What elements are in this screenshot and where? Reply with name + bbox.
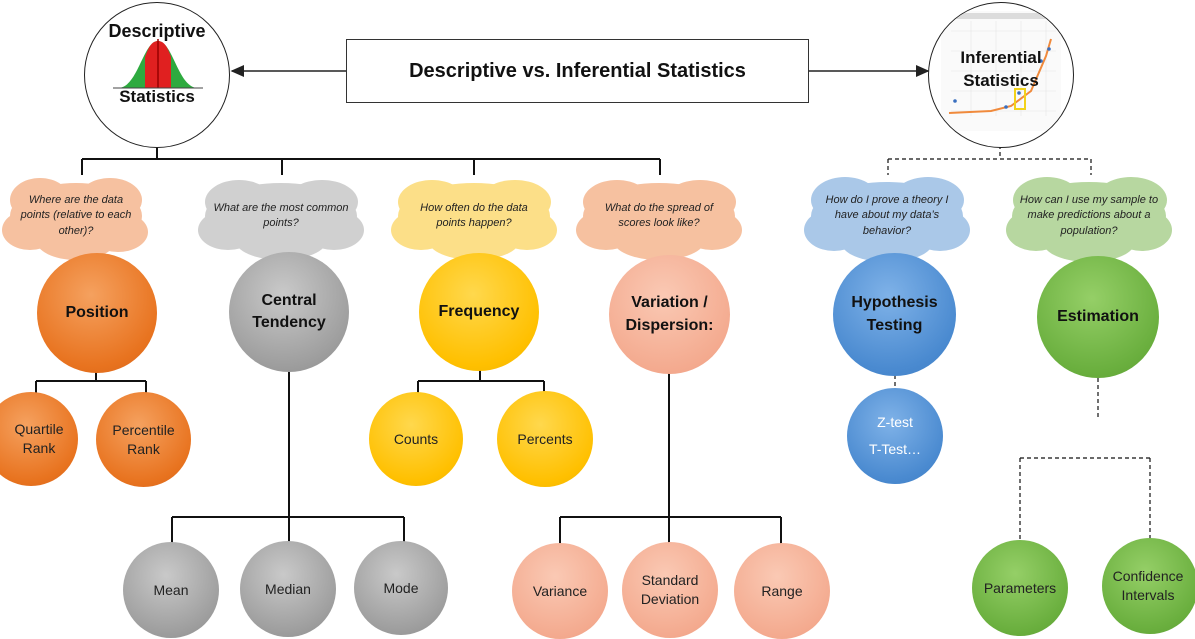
leaf-median: Median <box>240 541 336 637</box>
descriptive-label-top: Descriptive <box>108 21 206 41</box>
stddev-line1: Standard <box>641 572 699 589</box>
question-cloud-position: Where are the data points (relative to e… <box>0 172 152 260</box>
inferential-label-line2: Statistics <box>963 70 1039 90</box>
bell-curve-icon <box>113 39 203 89</box>
category-estimation: Estimation <box>1037 256 1159 378</box>
question-estimation: How can I use my sample to make predicti… <box>1019 193 1159 237</box>
leaf-counts: Counts <box>369 392 463 486</box>
leaf-percentile-rank: Percentile Rank <box>96 392 191 487</box>
variation-line2: Dispersion: <box>625 316 714 334</box>
category-estimation-label: Estimation <box>1057 307 1139 325</box>
leaf-mean: Mean <box>123 542 219 638</box>
variation-line1: Variation / <box>631 294 708 312</box>
percentile-line2: Rank <box>127 440 160 457</box>
leaf-percents-label: Percents <box>517 430 573 447</box>
stddev-line2: Deviation <box>640 591 700 607</box>
leaf-parameters: Parameters <box>972 540 1068 636</box>
leaf-tests-label: Z-test T-Test… <box>869 409 921 462</box>
descriptive-statistics-node: Descriptive Statistics <box>84 2 230 148</box>
scatter-plot-icon <box>941 11 1061 131</box>
question-cloud-variation: What do the spread of scores look like? <box>572 172 746 260</box>
leaf-standard-deviation: Standard Deviation <box>622 542 718 638</box>
category-hypothesis-testing: Hypothesis Testing <box>833 253 956 376</box>
question-hypothesis: How do I prove a theory I have about my … <box>825 193 949 237</box>
leaf-mode: Mode <box>354 541 448 635</box>
descriptive-tree-lines <box>35 145 782 545</box>
leaf-confidence-label: Confidence Intervals <box>1113 567 1188 605</box>
leaf-confidence-intervals: Confidence Intervals <box>1102 538 1195 634</box>
inferential-statistics-node: Inferential Statistics <box>928 2 1074 148</box>
category-variation-label: Variation / Dispersion: <box>625 292 713 337</box>
question-position: Where are the data points (relative to e… <box>20 193 132 237</box>
confidence-line2: Intervals <box>1121 587 1175 603</box>
question-central: What are the most common points? <box>213 201 349 229</box>
category-position-label: Position <box>65 303 129 321</box>
category-frequency-label: Frequency <box>438 302 520 320</box>
central-line2: Tendency <box>252 314 326 331</box>
leaf-mean-label: Mean <box>153 581 189 598</box>
title-box: Descriptive vs. Inferential Statistics <box>346 39 809 103</box>
category-central-tendency-label: Central Tendency <box>252 290 326 335</box>
quartile-line2: Rank <box>22 440 56 456</box>
connector-lines <box>35 65 1151 545</box>
ttest-label: T-Test… <box>868 441 922 457</box>
descriptive-label-bottom: Statistics <box>119 87 195 106</box>
question-variation: What do the spread of scores look like? <box>604 201 714 229</box>
question-cloud-estimation: How can I use my sample to make predicti… <box>1001 170 1177 262</box>
percentile-line1: Percentile <box>112 421 175 438</box>
inferential-label: Inferential Statistics <box>929 47 1073 93</box>
leaf-mode-label: Mode <box>383 579 419 596</box>
leaf-percents: Percents <box>497 391 593 487</box>
category-variation: Variation / Dispersion: <box>609 255 730 374</box>
question-cloud-frequency: How often do the data points happen? <box>387 172 561 260</box>
central-line1: Central <box>261 291 317 309</box>
category-central-tendency: Central Tendency <box>229 252 349 372</box>
leaf-tests: Z-test T-Test… <box>847 388 943 484</box>
ztest-label: Z-test <box>877 414 913 431</box>
category-hypothesis-label: Hypothesis Testing <box>851 292 937 337</box>
inferential-label-line1: Inferential <box>960 48 1042 67</box>
hypothesis-line1: Hypothesis <box>851 294 938 312</box>
question-cloud-central: What are the most common points? <box>194 172 368 260</box>
leaf-counts-label: Counts <box>393 430 439 447</box>
leaf-variance: Variance <box>512 543 608 639</box>
leaf-median-label: Median <box>265 580 311 597</box>
leaf-variance-label: Variance <box>532 582 588 599</box>
category-position: Position <box>37 253 157 373</box>
leaf-parameters-label: Parameters <box>983 579 1057 596</box>
leaf-quartile-label: Quartile Rank <box>0 420 64 458</box>
question-frequency: How often do the data points happen? <box>420 201 528 229</box>
leaf-range: Range <box>734 543 830 639</box>
leaf-stddev-label: Standard Deviation <box>641 571 699 609</box>
quartile-line1: Quartile <box>14 421 64 438</box>
hypothesis-line2: Testing <box>866 316 923 334</box>
leaf-quartile-rank: Quartile Rank <box>0 392 78 486</box>
leaf-range-label: Range <box>761 582 803 599</box>
leaf-percentile-label: Percentile Rank <box>112 421 174 459</box>
category-frequency: Frequency <box>419 253 539 371</box>
question-cloud-hypothesis: How do I prove a theory I have about my … <box>800 170 974 262</box>
confidence-line1: Confidence <box>1112 568 1184 585</box>
page-title: Descriptive vs. Inferential Statistics <box>409 59 746 82</box>
